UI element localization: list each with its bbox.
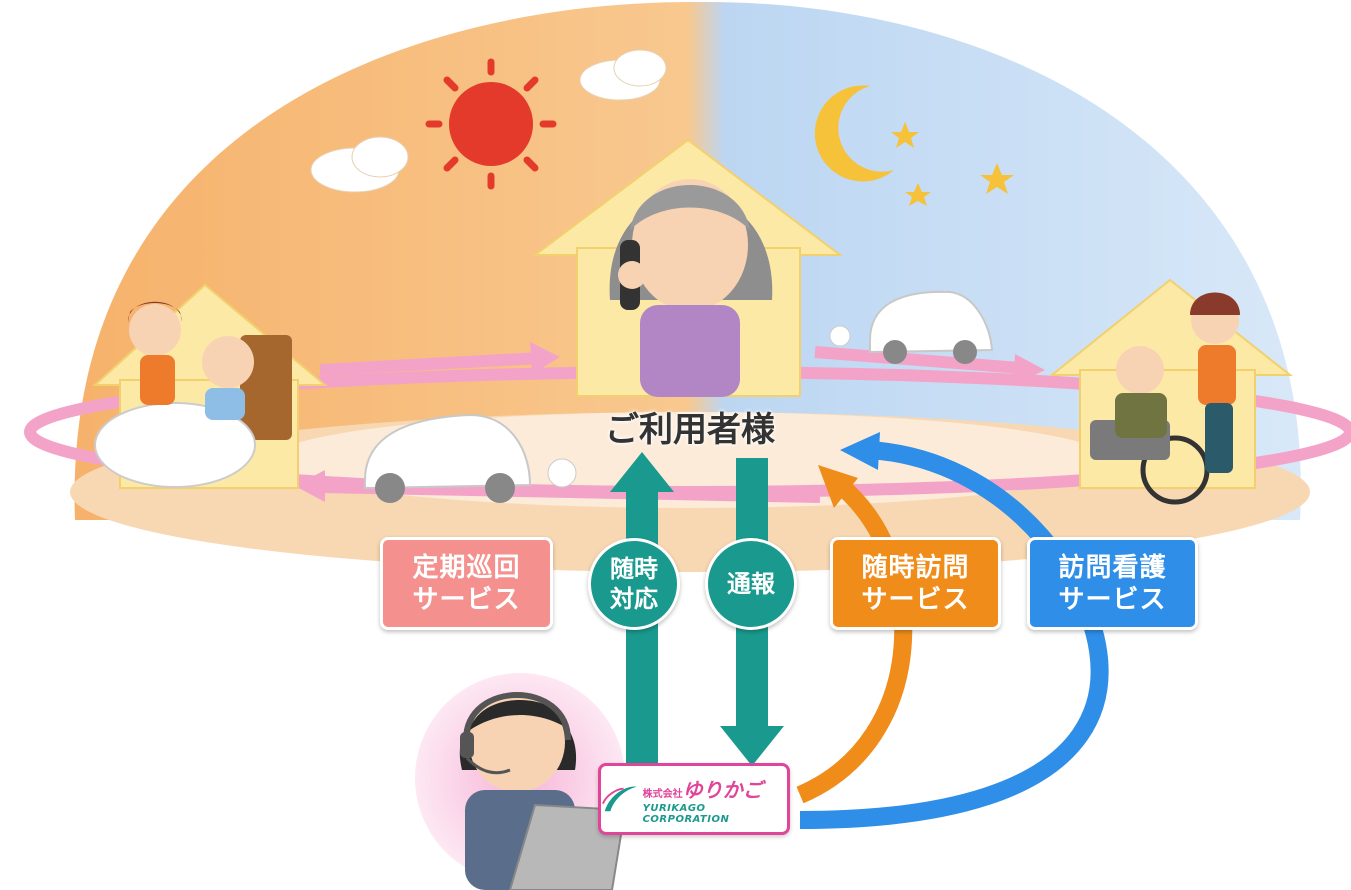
- headset-icon: [460, 692, 571, 775]
- car-icon: [364, 413, 577, 503]
- flow-zuiji-taiou: 随時 対応: [588, 538, 680, 630]
- ring-arrow-left-to-center: [319, 352, 541, 376]
- service-teiki-line1: 定期巡回: [412, 552, 521, 583]
- flow-zuiji-taiou-line2: 対応: [610, 585, 658, 613]
- service-teiki-junkai: 定期巡回 サービス: [380, 537, 553, 630]
- sun-icon: [425, 58, 557, 190]
- bed-icon: [94, 335, 292, 488]
- company-prefix: 株式会社: [642, 788, 683, 800]
- service-houmon-kango-line1: 訪問看護: [1058, 552, 1167, 583]
- elder-user-on-phone: [609, 179, 773, 397]
- arrow-zuiji-houmon: [796, 478, 913, 804]
- company-logo-box: 株式会社 ゆりかご YURIKAGO CORPORATION: [598, 763, 790, 835]
- company-name: ゆりかご: [682, 777, 763, 802]
- service-zuiji-houmon-line2: サービス: [861, 584, 970, 615]
- service-teiki-line2: サービス: [412, 584, 521, 615]
- service-zuiji-houmon: 随時訪問 サービス: [830, 537, 1001, 630]
- flow-zuiji-taiou-line1: 随時: [610, 555, 658, 583]
- moon-icon: [814, 85, 894, 182]
- star-icon: [891, 122, 1014, 206]
- flow-tsuuhou-line1: 通報: [727, 570, 775, 598]
- service-zuiji-houmon-line1: 随時訪問: [861, 552, 970, 583]
- car-icon: [829, 290, 994, 364]
- user-title: ご利用者様: [605, 410, 775, 450]
- elder-in-bed: [202, 336, 254, 420]
- company-logo-icon: [602, 786, 637, 812]
- service-houmon-kango: 訪問看護 サービス: [1027, 537, 1198, 630]
- cloud-icon: [310, 49, 667, 193]
- elder-in-wheelchair: [1115, 346, 1167, 438]
- ring-arrow-center-to-right: [814, 346, 1021, 374]
- caregiver-right: [1190, 292, 1240, 473]
- company-english-name: YURIKAGO CORPORATION: [642, 802, 730, 825]
- caregiver-left: [128, 301, 182, 405]
- service-houmon-kango-line2: サービス: [1058, 584, 1167, 615]
- flow-tsuuhou: 通報: [705, 538, 797, 630]
